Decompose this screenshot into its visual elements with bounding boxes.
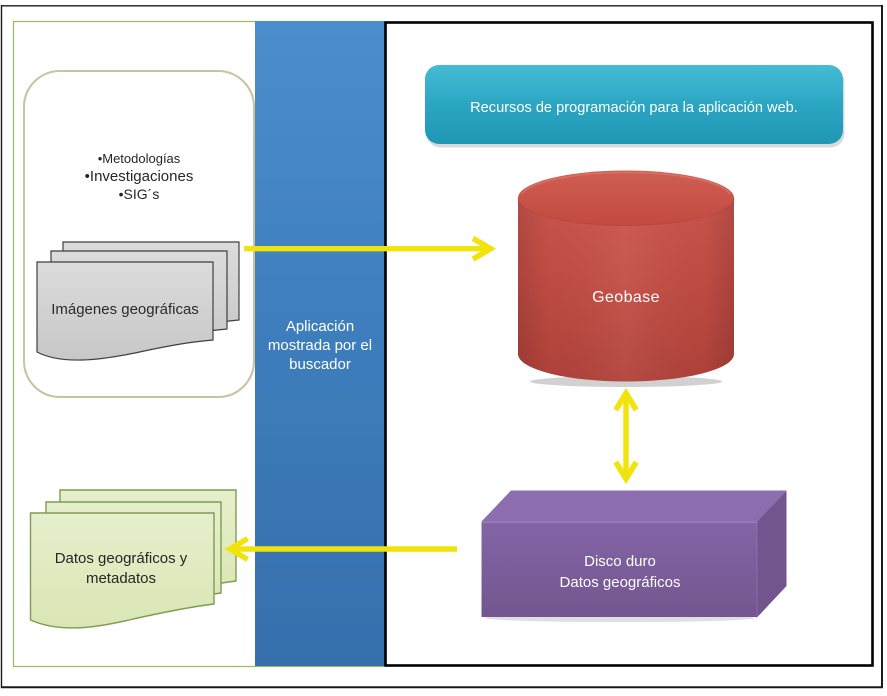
svg-text:Recursos de programación para: Recursos de programación para la aplicac… bbox=[470, 100, 798, 116]
svg-text:Disco duro: Disco duro bbox=[584, 553, 656, 570]
svg-text:Geobase: Geobase bbox=[592, 289, 660, 306]
svg-text:Aplicación: Aplicación bbox=[286, 318, 354, 335]
svg-text:•Investigaciones: •Investigaciones bbox=[85, 168, 194, 185]
svg-text:•SIG´s: •SIG´s bbox=[119, 186, 160, 202]
svg-text:•Metodologías: •Metodologías bbox=[98, 151, 181, 166]
svg-text:mostrada por el: mostrada por el bbox=[268, 337, 372, 354]
svg-text:Imágenes geográficas: Imágenes geográficas bbox=[51, 301, 199, 318]
svg-text:metadatos: metadatos bbox=[86, 570, 156, 587]
svg-text:Datos geográficos: Datos geográficos bbox=[560, 574, 681, 591]
svg-text:Datos geográficos y: Datos geográficos y bbox=[55, 550, 188, 567]
svg-text:buscador: buscador bbox=[289, 356, 351, 373]
